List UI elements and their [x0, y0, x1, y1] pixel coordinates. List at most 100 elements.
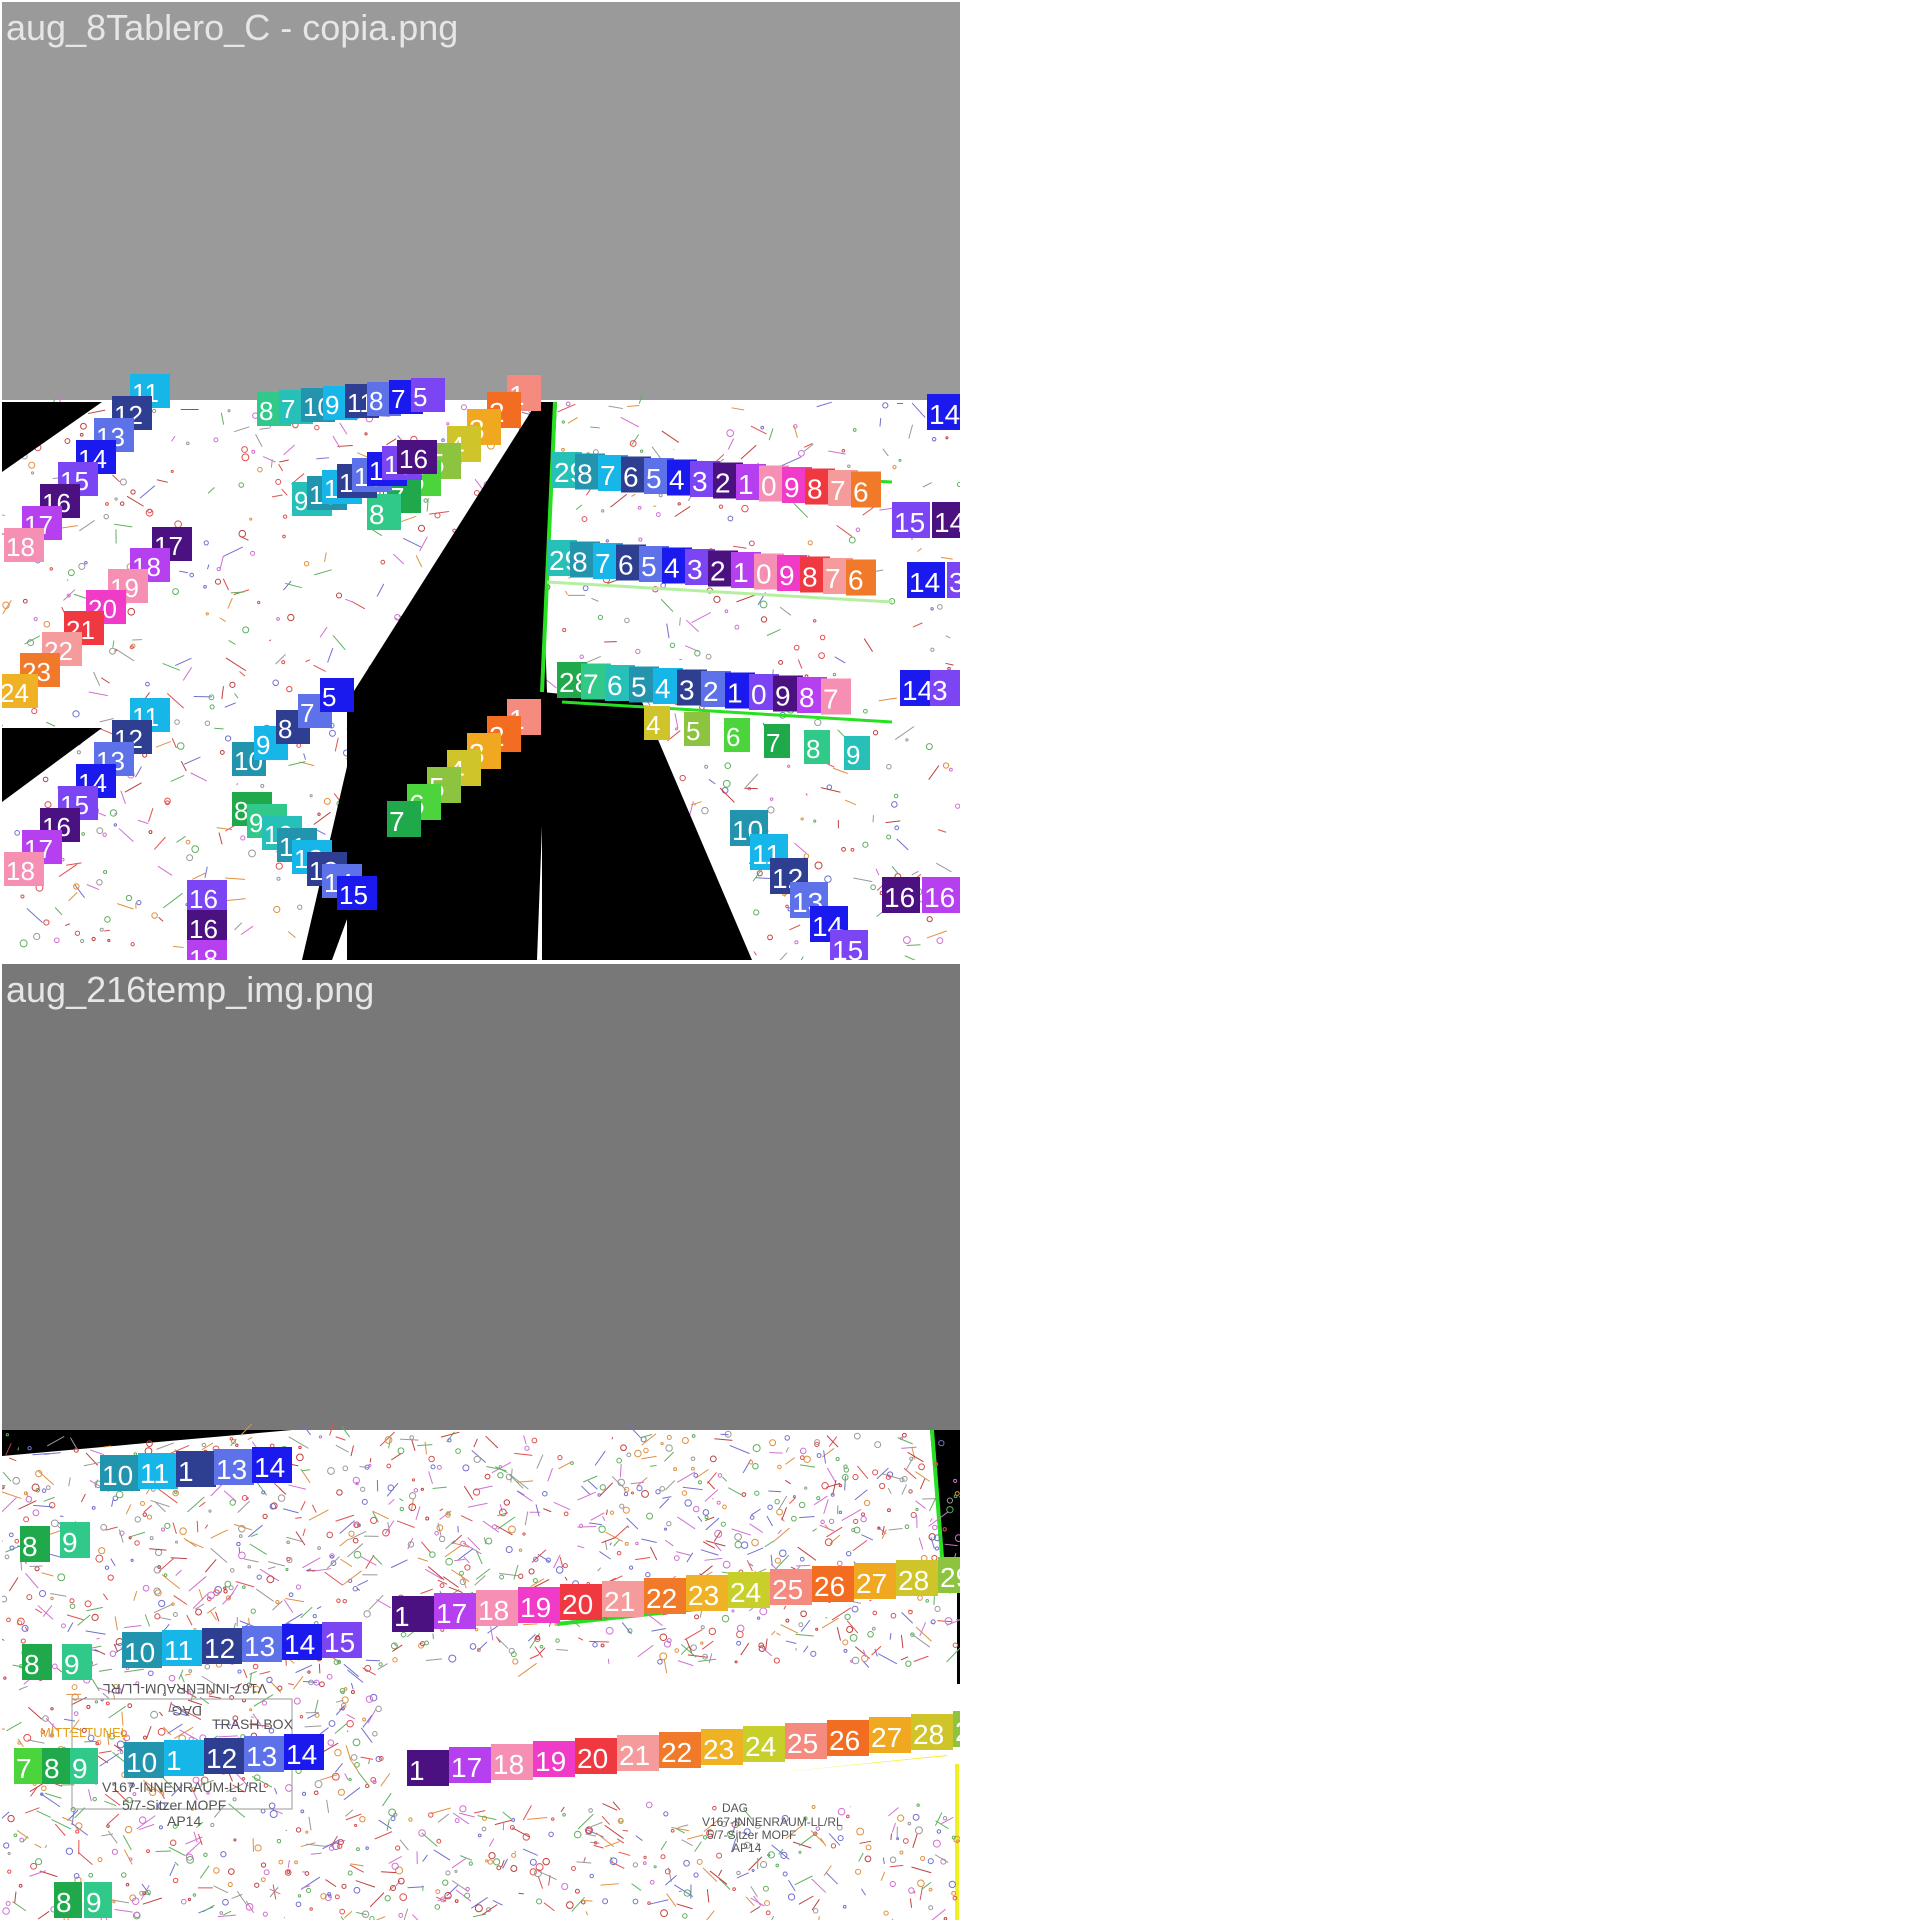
drawing-lines — [617, 1818, 624, 1825]
drawing-lines — [437, 1896, 451, 1902]
drawing-lines — [902, 936, 911, 945]
drawing-lines — [2, 1497, 17, 1513]
drawing-lines — [934, 1812, 943, 1826]
drawing-lines — [467, 1502, 488, 1508]
drawing-lines — [185, 839, 191, 845]
drawing-lines — [330, 1835, 338, 1847]
tag-lower-right-label: 8 — [799, 682, 815, 713]
drawing-lines — [643, 1855, 647, 1859]
drawing-lines — [905, 738, 909, 742]
drawing-lines — [799, 1464, 816, 1468]
drawing-lines — [488, 1851, 496, 1860]
drawing-lines — [863, 1499, 871, 1507]
drawing-lines — [49, 1733, 55, 1738]
drawing-lines — [522, 1805, 532, 1821]
tag-upper-right-label: 1 — [738, 469, 754, 500]
drawing-lines — [203, 1852, 208, 1858]
tag-row-5 — [14, 1748, 42, 1784]
drawing-lines — [626, 1423, 641, 1438]
drawing-lines — [306, 1569, 316, 1572]
drawing-lines — [186, 1855, 194, 1864]
drawing-lines — [207, 487, 215, 494]
tag-row-5-label: 13 — [246, 1741, 277, 1772]
drawing-lines — [942, 1527, 947, 1532]
drawing-lines — [292, 1676, 304, 1690]
drawing-lines — [50, 1707, 54, 1711]
drawing-lines — [589, 1640, 609, 1643]
drawing-lines — [537, 1876, 544, 1889]
drawing-lines — [646, 1512, 654, 1520]
tag-middle-right-label: 5 — [641, 551, 657, 582]
drawing-lines — [771, 1915, 775, 1920]
drawing-lines — [262, 1513, 268, 1519]
drawing-lines — [445, 1557, 453, 1566]
drawing-lines — [36, 1810, 51, 1818]
drawing-lines — [153, 836, 166, 850]
drawing-lines — [496, 1865, 502, 1871]
drawing-lines — [871, 1645, 882, 1656]
drawing-lines — [852, 1539, 868, 1552]
drawing-lines — [922, 482, 932, 488]
drawing-lines — [88, 1789, 92, 1802]
drawing-lines — [930, 1619, 936, 1625]
tag-row-3-label: 8 — [24, 1649, 40, 1680]
drawing-lines — [882, 402, 889, 409]
drawing-lines — [675, 727, 679, 731]
drawing-lines — [789, 1497, 796, 1505]
drawing-lines — [379, 1431, 395, 1447]
tag-middle-right-label: 14 — [934, 507, 960, 538]
drawing-lines — [944, 1617, 953, 1625]
drawing-lines — [585, 1826, 593, 1835]
drawing-lines — [242, 1585, 246, 1590]
drawing-lines — [878, 697, 897, 702]
drawing-lines — [891, 1918, 894, 1920]
drawing-lines — [545, 1557, 551, 1563]
drawing-lines — [277, 1685, 283, 1691]
drawing-lines — [445, 1540, 455, 1550]
drawing-lines — [254, 1844, 262, 1852]
drawing-lines — [198, 1589, 204, 1601]
drawing-lines — [585, 1827, 592, 1834]
drawing-lines — [23, 1491, 28, 1496]
drawing-lines — [115, 1490, 124, 1499]
drawing-lines — [469, 1643, 477, 1650]
drawing-lines — [748, 540, 755, 547]
drawing-lines — [347, 1870, 353, 1876]
drawing-lines — [168, 1846, 186, 1856]
tag-upper-left-label: 8 — [369, 499, 385, 530]
drawing-lines — [818, 1916, 820, 1920]
drawing-lines — [731, 407, 745, 411]
drawing-lines — [124, 1825, 133, 1834]
drawing-lines — [663, 1527, 668, 1531]
drawing-lines — [916, 873, 922, 878]
drawing-lines — [402, 537, 422, 548]
drawing-lines — [498, 1465, 502, 1469]
drawing-lines — [148, 807, 154, 822]
drawing-lines — [50, 1592, 67, 1597]
drawing-lines — [334, 1722, 348, 1734]
tag-row-5 — [84, 1882, 112, 1918]
drawing-lines — [13, 1833, 18, 1838]
drawing-lines — [238, 1551, 246, 1560]
drawing-lines — [343, 1663, 359, 1677]
drawing-lines — [805, 793, 808, 796]
drawing-lines — [876, 1467, 889, 1480]
drawing-lines — [298, 1445, 302, 1450]
drawing-lines — [369, 1892, 385, 1908]
drawing-lines — [439, 1583, 445, 1588]
drawing-lines — [599, 1484, 606, 1491]
drawing-lines — [481, 1815, 488, 1821]
drawing-lines — [562, 628, 567, 633]
drawing-lines — [151, 408, 157, 414]
drawing-lines — [565, 1901, 574, 1909]
drawing-lines — [97, 1857, 103, 1863]
drawing-lines — [119, 501, 125, 506]
drawing-lines — [674, 713, 679, 729]
drawing-lines — [217, 1914, 236, 1918]
drawing-lines — [641, 1538, 657, 1544]
drawing-lines — [940, 1816, 954, 1825]
drawing-lines — [828, 1518, 835, 1525]
drawing-lines — [186, 441, 190, 446]
tag-row-2 — [938, 1557, 960, 1593]
drawing-lines — [831, 1607, 852, 1621]
